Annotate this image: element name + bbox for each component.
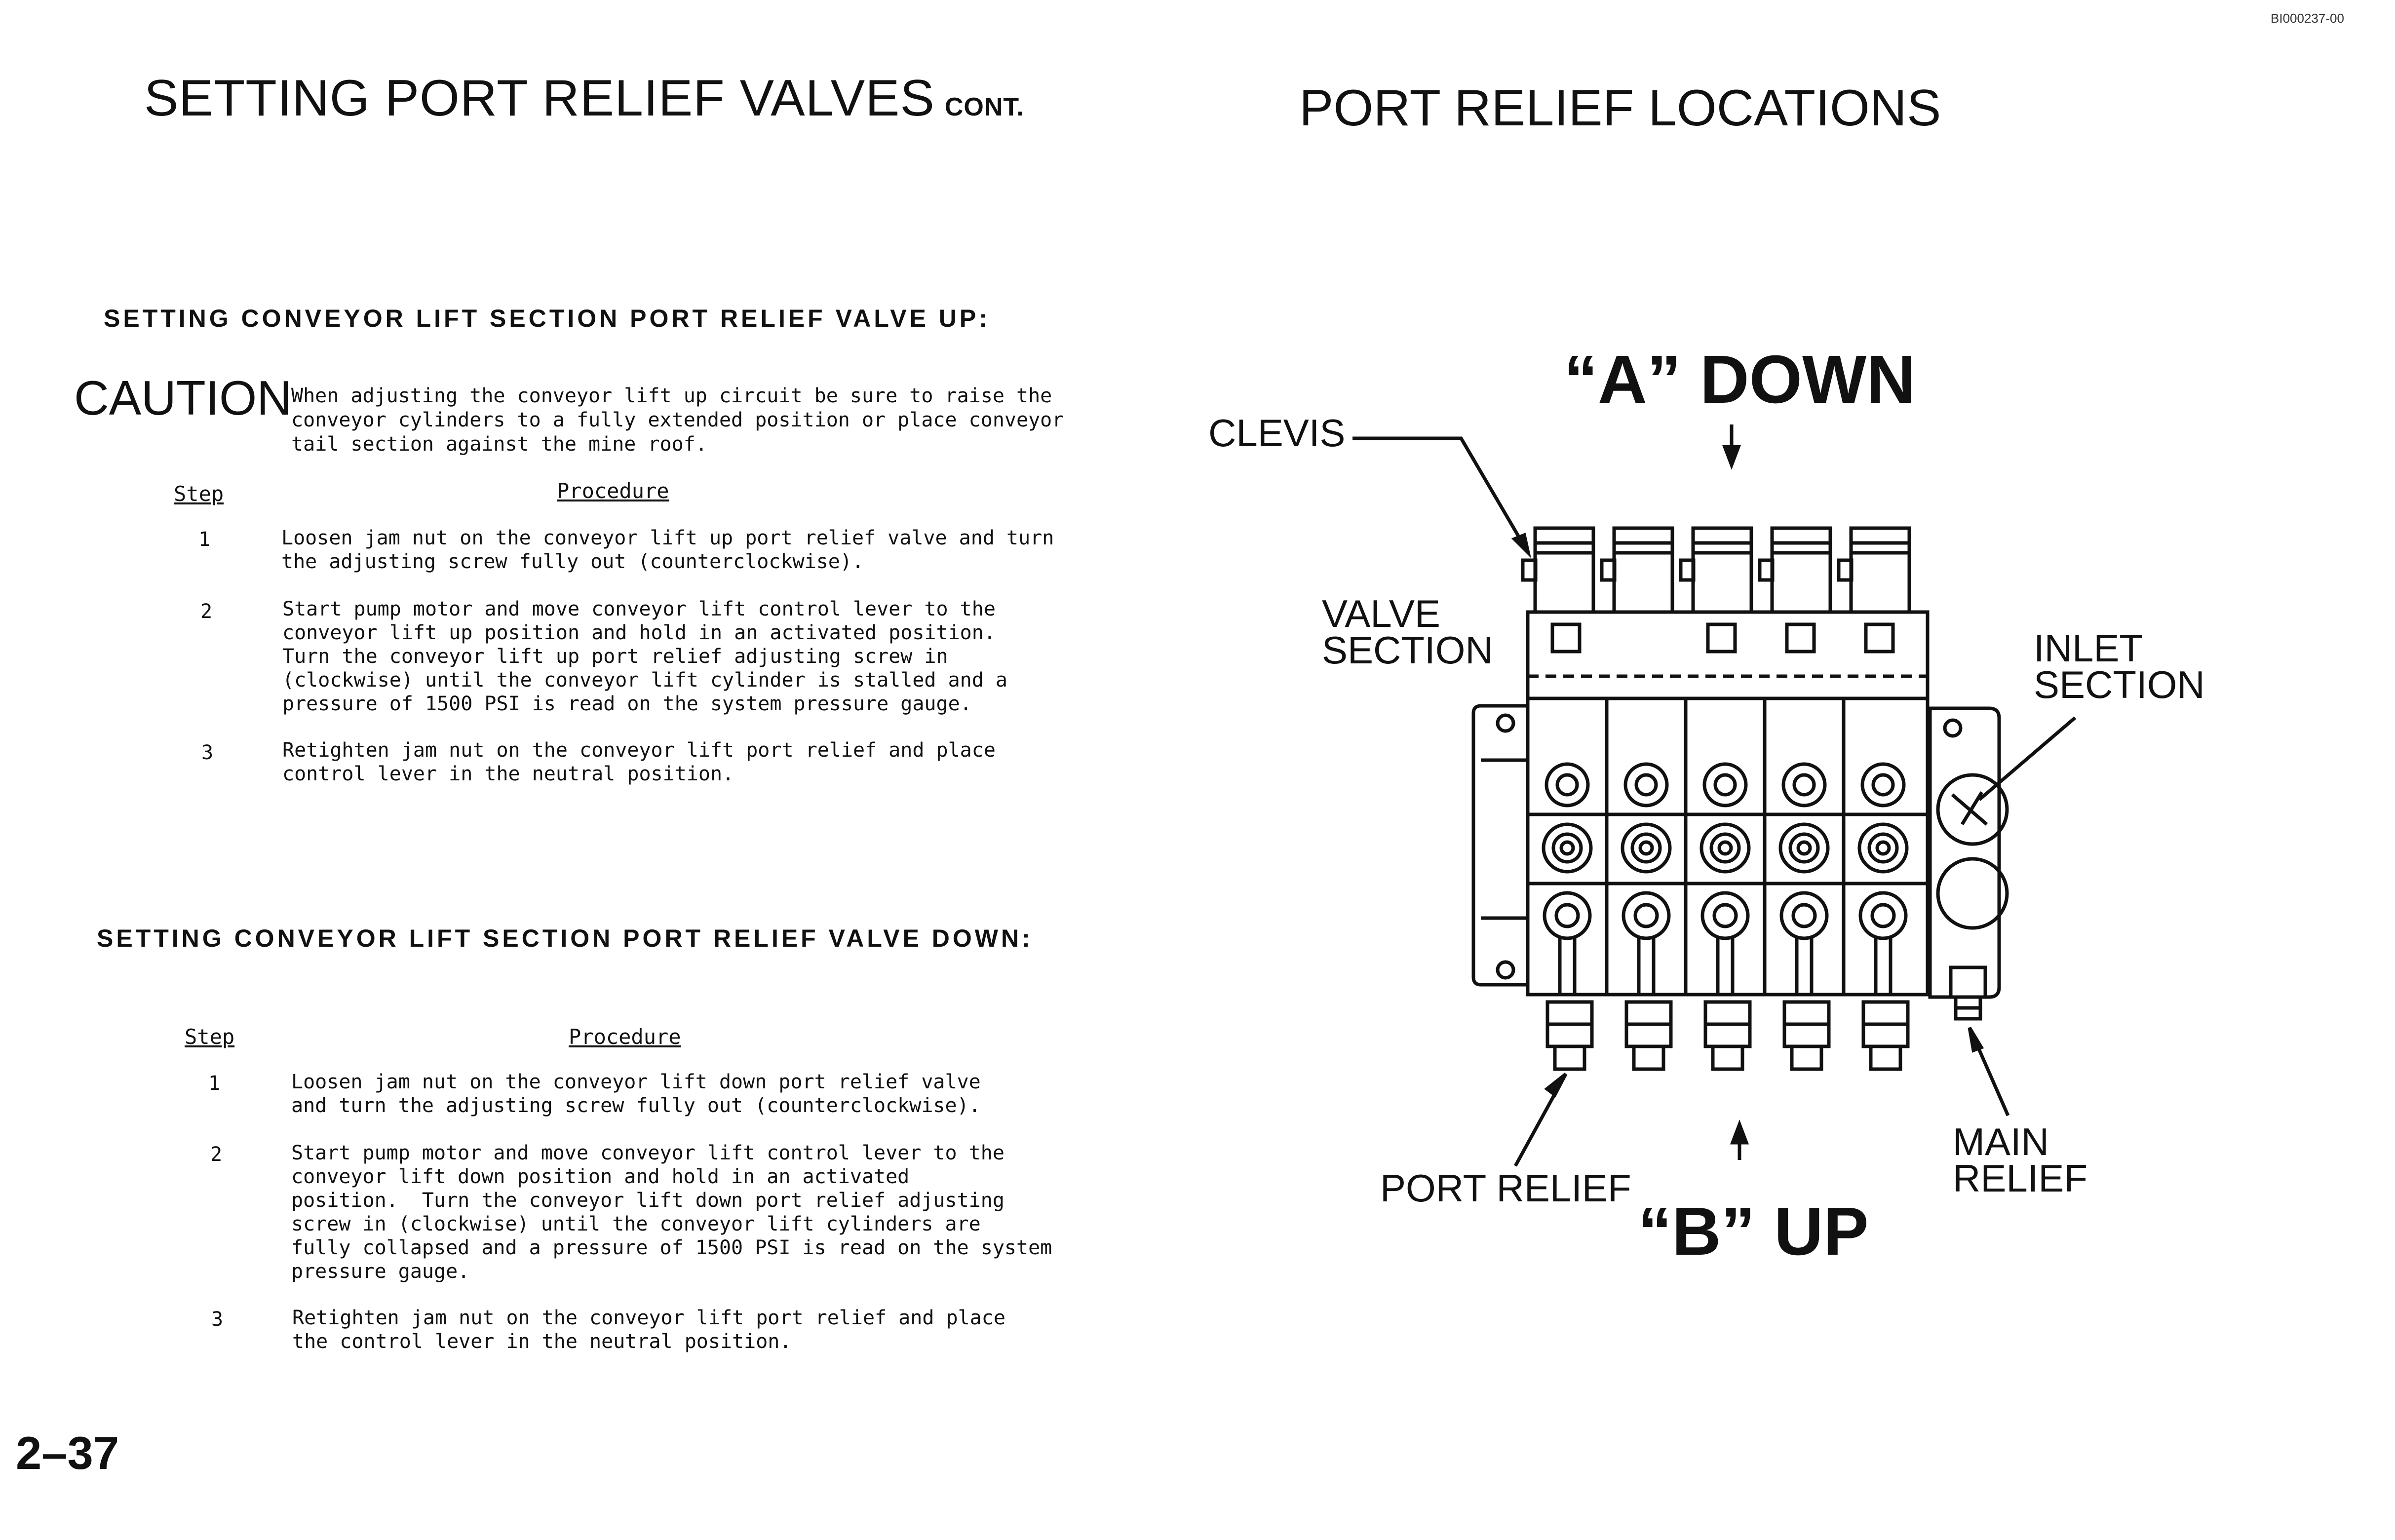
clevis-label: CLEVIS <box>1208 411 1346 455</box>
port-relief-arrowhead <box>1544 1073 1568 1098</box>
step-text: Retighten jam nut on the conveyor lift p… <box>282 739 996 785</box>
inlet-leader-line <box>1978 716 2077 801</box>
caution-label: CAUTION <box>74 371 292 425</box>
step-text: Loosen jam nut on the conveyor lift up p… <box>281 527 1054 573</box>
clevis-caps <box>1521 526 1911 614</box>
valve-section-label: VALVE SECTION <box>1322 592 1493 672</box>
clevis-leader-line <box>1352 436 1530 554</box>
page-title-right: PORT RELIEF LOCATIONS <box>1299 79 1941 137</box>
section-heading-down: SETTING CONVEYOR LIFT SECTION PORT RELIE… <box>97 924 1033 952</box>
clevis-arrowhead <box>1511 533 1532 558</box>
b-up-label: “B” UP <box>1638 1194 1869 1270</box>
document-id: BI000237-00 <box>2271 11 2344 26</box>
down-arrow-head <box>1722 445 1741 470</box>
main-relief-arrowhead <box>1968 1027 1984 1053</box>
step-number: 2 <box>210 1143 223 1166</box>
step-text: Retighten jam nut on the conveyor lift p… <box>292 1307 1005 1353</box>
port-relief-label: PORT RELIEF <box>1380 1166 1631 1210</box>
valve-body <box>1526 696 1930 997</box>
step-text: Start pump motor and move conveyor lift … <box>282 598 1008 715</box>
title-suffix: CONT. <box>944 93 1024 121</box>
spool-row-upper <box>1545 762 1906 808</box>
spool-row-lower <box>1543 891 1908 995</box>
a-down-label: “A” DOWN <box>1564 342 1916 418</box>
inlet-section-body <box>1928 706 2001 999</box>
procedure-header-down: Procedure <box>569 1025 681 1049</box>
left-end-plate <box>1471 704 1530 987</box>
page-title-left: SETTING PORT RELIEF VALVES CONT. <box>144 69 1024 128</box>
port-relief-plugs <box>1545 1000 1910 1071</box>
step-header-down: Step <box>185 1025 235 1049</box>
step-number: 1 <box>198 528 211 551</box>
step-number: 2 <box>200 600 213 623</box>
step-number: 3 <box>201 741 214 764</box>
step-number: 1 <box>208 1072 221 1095</box>
section-heading-up: SETTING CONVEYOR LIFT SECTION PORT RELIE… <box>104 305 990 332</box>
caution-text: When adjusting the conveyor lift up circ… <box>291 385 1064 456</box>
page-number: 2–37 <box>16 1427 119 1479</box>
procedure-header-up: Procedure <box>557 479 669 503</box>
main-relief-label: MAIN RELIEF <box>1953 1120 2088 1200</box>
step-number: 3 <box>211 1308 224 1331</box>
step-text: Loosen jam nut on the conveyor lift down… <box>291 1071 981 1117</box>
up-arrow-head <box>1730 1119 1749 1145</box>
spool-row-middle <box>1542 822 1909 874</box>
step-header-up: Step <box>174 482 224 506</box>
step-text: Start pump motor and move conveyor lift … <box>291 1142 1052 1283</box>
title-text: SETTING PORT RELIEF VALVES <box>144 70 935 127</box>
inlet-section-label: INLET SECTION <box>2034 626 2205 706</box>
